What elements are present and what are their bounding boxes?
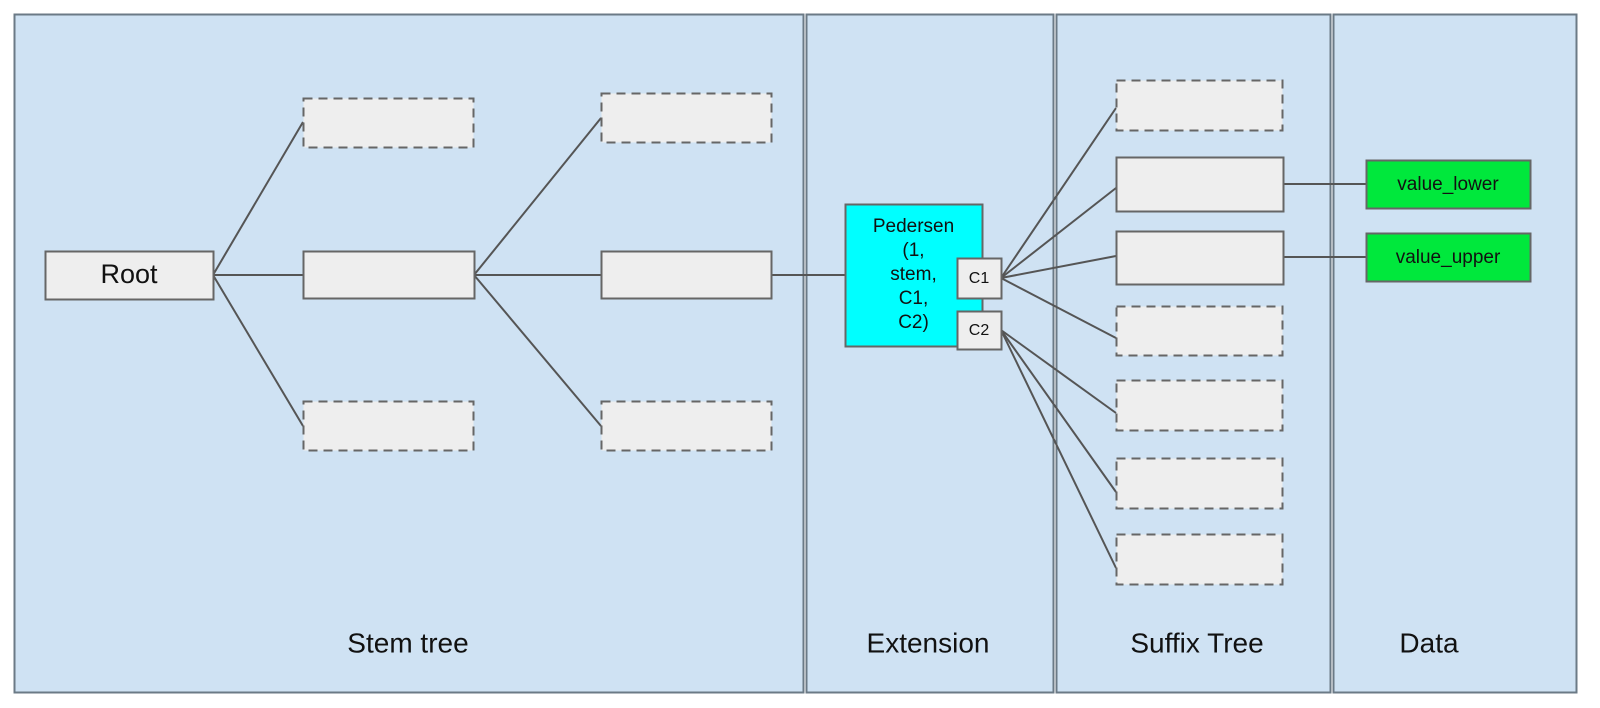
lane-panels xyxy=(13,13,1578,694)
suffix-node-3-shape xyxy=(1115,230,1285,286)
stem-node-2b[interactable] xyxy=(600,250,773,300)
lane-label-suffix-tree: Suffix Tree xyxy=(1130,627,1263,658)
stem-node-2c[interactable] xyxy=(600,400,773,452)
lane-label-data: Data xyxy=(1399,627,1459,658)
chip-c1[interactable]: C1 xyxy=(956,257,1003,300)
stem-node-2c-shape xyxy=(600,400,773,452)
edge-stem1b-to-stem-2c xyxy=(473,274,602,427)
chip-c1-shape xyxy=(956,257,1003,300)
stem-node-1a[interactable] xyxy=(302,97,475,149)
chip-c2[interactable]: C2 xyxy=(956,310,1003,351)
stem-node-1c[interactable] xyxy=(302,400,475,452)
suffix-node-2-shape xyxy=(1115,156,1285,213)
data-node-value-lower-label: value_lower xyxy=(1397,174,1499,195)
suffix-node-7[interactable] xyxy=(1115,533,1284,586)
data-node-value-upper[interactable]: value_upper xyxy=(1365,232,1532,283)
suffix-node-1[interactable] xyxy=(1115,79,1284,132)
stem-node-2b-shape xyxy=(600,250,773,300)
edge-lines xyxy=(212,107,1366,569)
lane-panel-data xyxy=(1332,13,1578,694)
root-node-label: Root xyxy=(100,259,158,289)
edge-stem1b-to-stem-2a xyxy=(473,117,602,276)
edge-c1-to-suffix-4 xyxy=(1000,277,1117,339)
chip-c2-shape xyxy=(956,310,1003,351)
stem-node-2a[interactable] xyxy=(600,92,773,144)
data-node-value-upper-shape xyxy=(1365,232,1532,283)
suffix-node-5-shape xyxy=(1115,379,1284,432)
stem-node-1b[interactable] xyxy=(302,250,476,300)
lane-label-stem-tree: Stem tree xyxy=(347,627,468,658)
stem-node-1b-shape xyxy=(302,250,476,300)
pedersen-node-label-line-2: stem, xyxy=(890,264,936,285)
edge-c1-to-suffix-1 xyxy=(1000,107,1117,279)
suffix-node-5[interactable] xyxy=(1115,379,1284,432)
suffix-node-3[interactable] xyxy=(1115,230,1285,286)
suffix-node-6-shape xyxy=(1115,457,1284,510)
stem-node-1c-shape xyxy=(302,400,475,452)
suffix-node-6[interactable] xyxy=(1115,457,1284,510)
data-node-value-upper-label: value_upper xyxy=(1396,247,1501,268)
data-node-value-lower-shape xyxy=(1365,159,1532,210)
edge-c2-to-suffix-5 xyxy=(1000,329,1117,414)
edge-c2-to-suffix-7 xyxy=(1000,329,1117,569)
stem-node-1a-shape xyxy=(302,97,475,149)
lane-labels: Stem tree Extension Suffix Tree Data xyxy=(347,627,1459,658)
pedersen-node-label-line-0: Pedersen xyxy=(873,216,954,237)
pedersen-node-label-line-3: C1, xyxy=(899,288,929,309)
suffix-node-1-shape xyxy=(1115,79,1284,132)
suffix-node-4-shape xyxy=(1115,305,1284,357)
pedersen-node-label-line-4: C2) xyxy=(898,312,929,333)
chip-c2-label: C2 xyxy=(969,322,990,339)
data-node-value-lower[interactable]: value_lower xyxy=(1365,159,1532,210)
edge-c1-to-suffix-3 xyxy=(1000,255,1117,279)
suffix-node-2[interactable] xyxy=(1115,156,1285,213)
edge-c1-to-suffix-2 xyxy=(1000,187,1117,279)
chip-c1-label: C1 xyxy=(969,270,990,287)
edge-root-to-stem-1a xyxy=(212,121,304,276)
suffix-node-7-shape xyxy=(1115,533,1284,586)
edge-root-to-stem-1c xyxy=(212,274,304,427)
stem-node-2a-shape xyxy=(600,92,773,144)
lane-label-extension: Extension xyxy=(867,627,990,658)
lane-panel-extension xyxy=(805,13,1055,694)
suffix-node-4[interactable] xyxy=(1115,305,1284,357)
pedersen-node-label-line-1: (1, xyxy=(902,240,924,261)
root-node[interactable]: Root xyxy=(44,250,215,301)
edge-c2-to-suffix-6 xyxy=(1000,329,1117,493)
root-node-shape xyxy=(44,250,215,301)
